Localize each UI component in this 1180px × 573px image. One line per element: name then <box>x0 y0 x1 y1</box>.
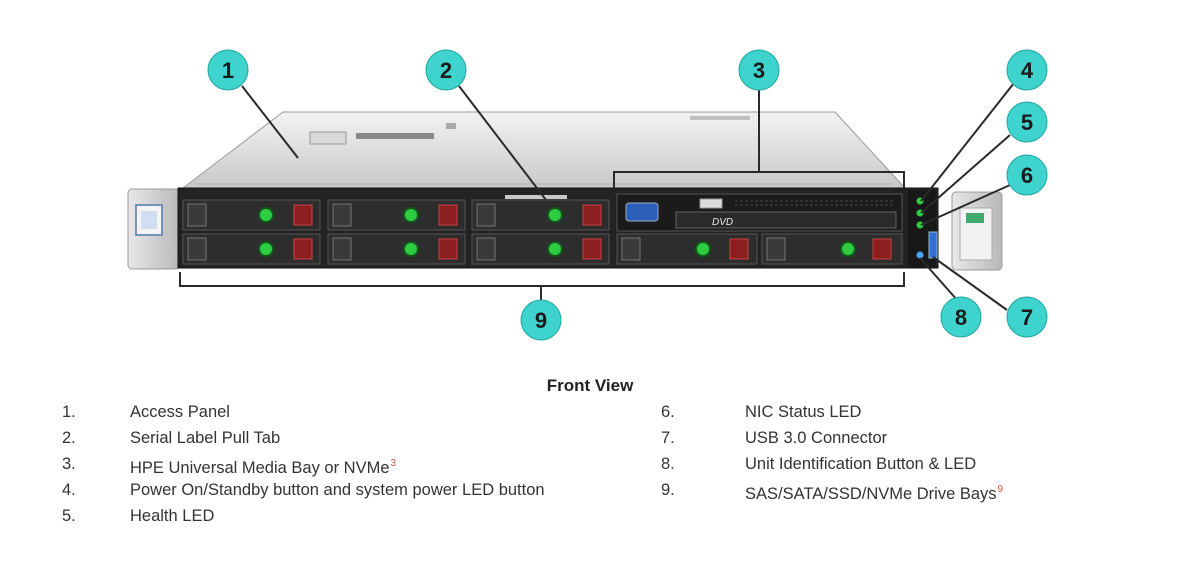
callout-2: 2 <box>425 49 467 91</box>
usb-port-top[interactable] <box>699 198 723 209</box>
drive-bay-4[interactable] <box>327 233 466 265</box>
callout-6: 6 <box>1006 154 1048 196</box>
drive-bays <box>182 199 903 265</box>
drive-bay-1[interactable] <box>182 199 321 231</box>
svg-text:7: 7 <box>1021 305 1033 330</box>
svg-text:5: 5 <box>1021 110 1033 135</box>
svg-text:4: 4 <box>1021 58 1034 83</box>
left-rack-ear <box>127 188 181 270</box>
drive-status-led <box>258 207 274 223</box>
drive-bay-6[interactable] <box>471 233 610 265</box>
footnote-marker: 9 <box>997 484 1004 495</box>
dvd-drive[interactable] <box>675 211 897 229</box>
callout-3: 3 <box>738 49 780 91</box>
right-rack-ear <box>951 191 1003 271</box>
svg-text:2: 2 <box>440 58 452 83</box>
vga-port[interactable] <box>625 202 659 222</box>
drive-bay-3[interactable] <box>327 199 466 231</box>
drive-bays-bracket <box>179 272 905 303</box>
vent-grille <box>735 200 895 206</box>
callout-7: 7 <box>1006 296 1048 338</box>
server-front-diagram: DVD 1 2 3 4 <box>127 49 1048 341</box>
svg-text:1: 1 <box>222 58 234 83</box>
universal-media-bay: DVD <box>616 193 903 232</box>
access-panel <box>181 111 907 189</box>
media-bay-bracket <box>613 84 905 188</box>
drive-bay-8[interactable] <box>761 233 903 265</box>
drive-status-led <box>403 241 419 257</box>
dvd-label: DVD <box>712 217 733 228</box>
usb-3-connector[interactable] <box>928 231 938 259</box>
drive-bay-2[interactable] <box>182 233 321 265</box>
drive-status-led <box>547 241 563 257</box>
nic-status-led <box>916 221 924 229</box>
callout-1: 1 <box>207 49 249 91</box>
callout-8: 8 <box>940 296 982 338</box>
drive-status-led <box>258 241 274 257</box>
callout-4: 4 <box>1006 49 1048 91</box>
figure-caption: Front View <box>546 376 634 395</box>
drive-status-led <box>695 241 711 257</box>
callout-9: 9 <box>520 299 562 341</box>
drive-status-led <box>403 207 419 223</box>
drive-status-led <box>547 207 563 223</box>
drive-status-led <box>840 241 856 257</box>
svg-text:6: 6 <box>1021 163 1033 188</box>
svg-text:8: 8 <box>955 305 967 330</box>
footnote-marker: 3 <box>390 458 397 469</box>
callout-5: 5 <box>1006 101 1048 143</box>
svg-text:9: 9 <box>535 308 547 333</box>
uid-button-led[interactable] <box>916 251 924 259</box>
svg-text:3: 3 <box>753 58 765 83</box>
serial-label-pull-tab[interactable] <box>505 195 567 199</box>
drive-bay-5[interactable] <box>471 199 610 231</box>
drive-bay-7[interactable] <box>616 233 758 265</box>
leader-lines <box>241 82 1015 311</box>
